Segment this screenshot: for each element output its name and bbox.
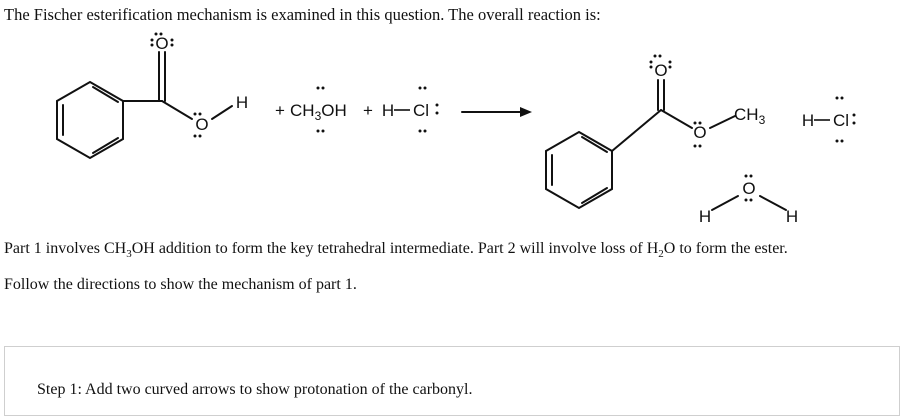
- product-hcl-cl: Cl: [833, 111, 849, 130]
- step1-instruction: Step 1: Add two curved arrows to show pr…: [37, 381, 473, 398]
- methanol-formula: CH3OH: [290, 101, 347, 123]
- acid-h: H: [236, 93, 248, 112]
- ester-ch3: CH3: [734, 105, 766, 127]
- plus-sign-2: +: [363, 101, 373, 120]
- ester-ether-o: O: [693, 123, 706, 142]
- ester-o-ch3-bond: [709, 115, 736, 129]
- water-o: O: [742, 179, 755, 198]
- acid-c-oh-bond: [161, 100, 193, 120]
- water-bond-left: [711, 195, 739, 211]
- ester-ring-bond: [611, 109, 662, 152]
- step-panel: Step 1: Add two curved arrows to show pr…: [4, 346, 900, 416]
- hcl-h: H: [382, 101, 394, 120]
- acid-hydroxyl-o: O: [195, 115, 208, 134]
- reaction-scheme: O O H + CH3OH + H Cl O O CH3 H Cl O H H: [56, 32, 856, 226]
- water-h-left: H: [699, 207, 711, 226]
- hcl-cl: Cl: [413, 101, 429, 120]
- plus-sign-1: +: [275, 101, 285, 120]
- ester-carbonyl-o: O: [654, 61, 667, 80]
- ester-c-o-bond: [660, 109, 693, 129]
- benzene-ring-product: [545, 130, 613, 210]
- follow-directions: Follow the directions to show the mechan…: [4, 276, 357, 293]
- lone-pair-dots: [150, 32, 856, 202]
- water-bond-right: [759, 195, 787, 211]
- acid-carbonyl-o: O: [155, 34, 168, 53]
- question-intro: The Fischer esterification mechanism is …: [4, 5, 601, 24]
- benzene-ring-reactant: [56, 80, 124, 160]
- acid-o-h-bond: [211, 105, 233, 120]
- part1-description: Part 1 involves CH3OH addition to form t…: [4, 240, 788, 261]
- product-hcl-h: H: [802, 111, 814, 130]
- water-h-right: H: [786, 207, 798, 226]
- reaction-arrow-head: [520, 107, 532, 117]
